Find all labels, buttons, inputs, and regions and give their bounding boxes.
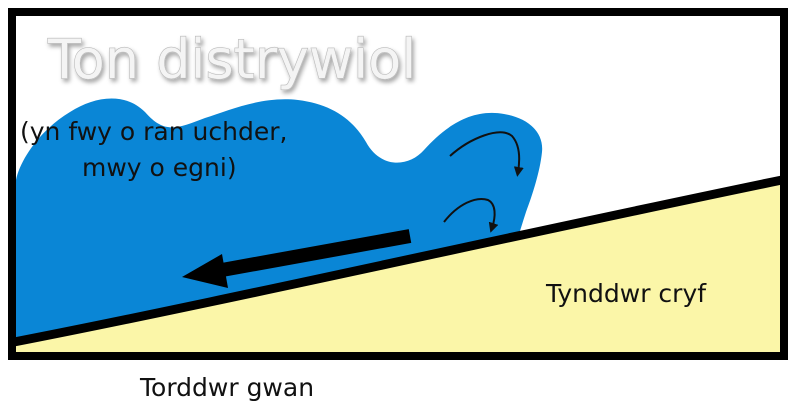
swirl-arrow-upper <box>449 131 524 177</box>
wave-label-line-1: (yn fwy o ran uchder, <box>20 117 287 146</box>
backwash-arrow <box>182 229 412 288</box>
diagram-frame <box>8 8 788 360</box>
diagram-title: Ton distrywiol <box>47 28 416 91</box>
swirl-arrow-lower <box>443 198 499 233</box>
wave-label-line-2: mwy o egni) <box>82 153 237 182</box>
weak-swash-label: Torddwr gwan <box>139 373 314 402</box>
strong-backwash-label: Tynddwr cryf <box>545 279 707 308</box>
wave-water <box>16 98 543 338</box>
seabed-line <box>13 175 783 347</box>
